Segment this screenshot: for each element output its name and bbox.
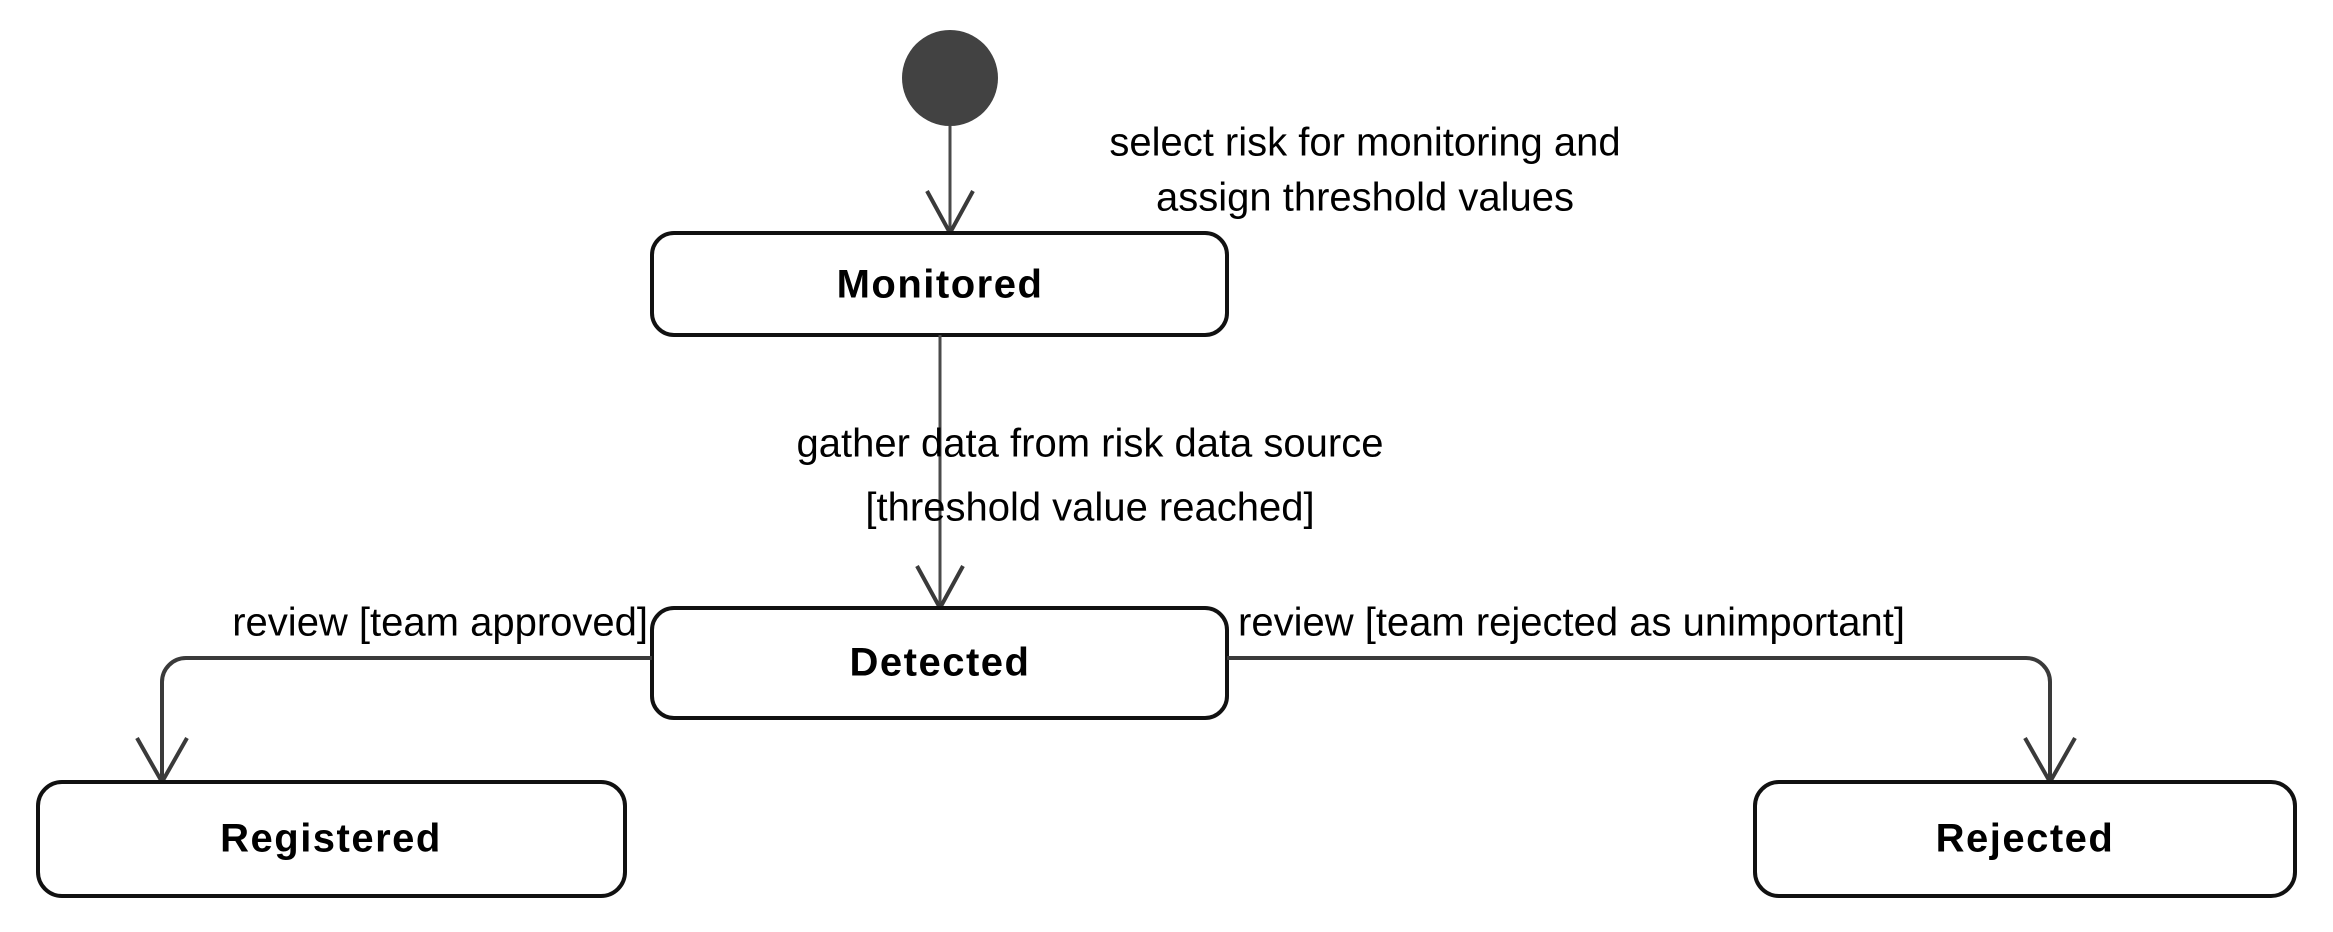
transition-detected-to-registered-line: [160, 656, 652, 780]
state-registered-shape[interactable]: [36, 780, 627, 898]
transition-label-line-1: gather data from risk data source: [797, 422, 1384, 466]
transition-label-initial-to-monitored: select risk for monitoring and assign th…: [1109, 121, 1620, 220]
transition-label-detected-to-rejected: review [team rejected as unimportant]: [1238, 601, 1905, 645]
state-monitored-label: Monitored: [837, 263, 1044, 307]
state-rejected-shape[interactable]: [1753, 780, 2297, 898]
state-detected-label: Detected: [850, 641, 1031, 685]
state-detected-shape[interactable]: [650, 606, 1229, 720]
initial-state-node: [902, 30, 998, 126]
transition-label-line-2: assign threshold values: [1156, 176, 1574, 220]
state-rejected[interactable]: Rejected: [1753, 780, 2297, 898]
state-registered[interactable]: Registered: [36, 780, 627, 898]
transition-monitored-to-detected: [915, 335, 965, 613]
state-registered-label: Registered: [220, 817, 442, 861]
transition-label-line-1: review [team rejected as unimportant]: [1238, 601, 1905, 645]
transition-label-detected-to-registered: review [team approved]: [232, 601, 648, 645]
transition-label-line-1: select risk for monitoring and: [1109, 121, 1620, 165]
state-detected[interactable]: Detected: [650, 606, 1229, 720]
transition-detected-to-registered: [135, 656, 652, 787]
state-rejected-label: Rejected: [1936, 817, 2115, 861]
transition-initial-to-monitored: [925, 126, 975, 238]
transition-detected-to-rejected: [1227, 656, 2077, 787]
transition-detected-to-rejected-line: [1227, 656, 2052, 780]
transition-label-monitored-to-detected: gather data from risk data source [thres…: [797, 422, 1384, 530]
transition-label-line-1: review [team approved]: [232, 601, 648, 645]
transition-label-line-2: [threshold value reached]: [865, 486, 1314, 530]
state-monitored[interactable]: Monitored: [650, 231, 1229, 337]
